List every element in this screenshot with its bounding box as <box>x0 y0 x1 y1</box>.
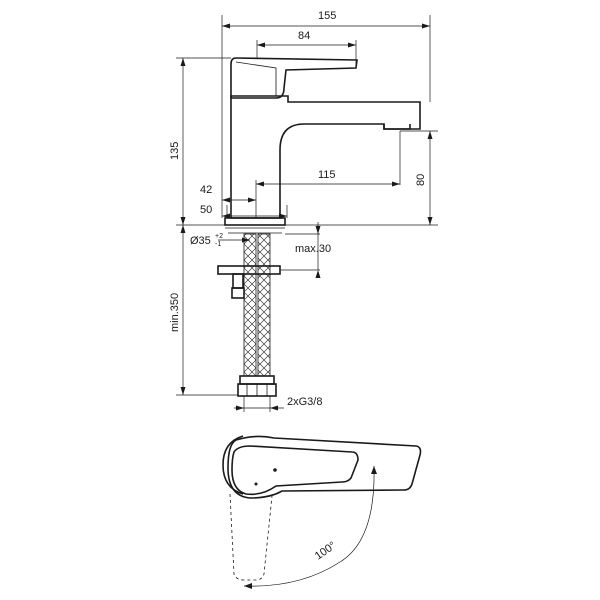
side-view: 155 84 135 80 115 42 50 Ø35 +2 -1 max.30… <box>169 10 438 412</box>
dim-label-tolerance-minus: -1 <box>215 241 221 248</box>
dim-label-connection: 2xG3/8 <box>287 396 322 408</box>
fixing-nut <box>231 287 245 299</box>
top-body-disk <box>222 435 244 495</box>
dim-label-84: 84 <box>298 30 310 42</box>
top-view: 100° <box>222 435 422 589</box>
dim-label-115: 115 <box>318 169 336 181</box>
aerator <box>383 124 411 130</box>
hose-left <box>243 233 257 377</box>
faucet-base <box>224 217 286 226</box>
dim-label-diameter: Ø35 <box>190 235 211 247</box>
dim-label-tolerance-plus: +2 <box>215 233 223 240</box>
fixing-stud <box>232 273 244 289</box>
dim-label-42: 42 <box>200 184 212 196</box>
lever-detail-line <box>235 61 277 96</box>
faucet-body <box>230 95 421 219</box>
top-lever <box>231 445 359 496</box>
hose-connector-top <box>239 375 275 385</box>
lever-pivot-dot-2 <box>254 482 258 486</box>
dim-label-135: 135 <box>169 142 181 160</box>
dim-label-350: min.350 <box>169 293 181 332</box>
lever-handle <box>230 57 358 99</box>
dim-label-50: 50 <box>200 204 212 216</box>
lever-pivot-dot <box>273 468 277 472</box>
hose-right <box>257 233 271 377</box>
dim-label-155: 155 <box>318 10 336 22</box>
dim-label-max30: max.30 <box>295 243 331 255</box>
lever-rotated-position <box>229 493 273 581</box>
top-spout-outline <box>227 435 422 499</box>
dim-label-80: 80 <box>415 174 427 186</box>
rotation-arc <box>243 465 375 587</box>
rotation-angle-label: 100° <box>313 540 339 563</box>
